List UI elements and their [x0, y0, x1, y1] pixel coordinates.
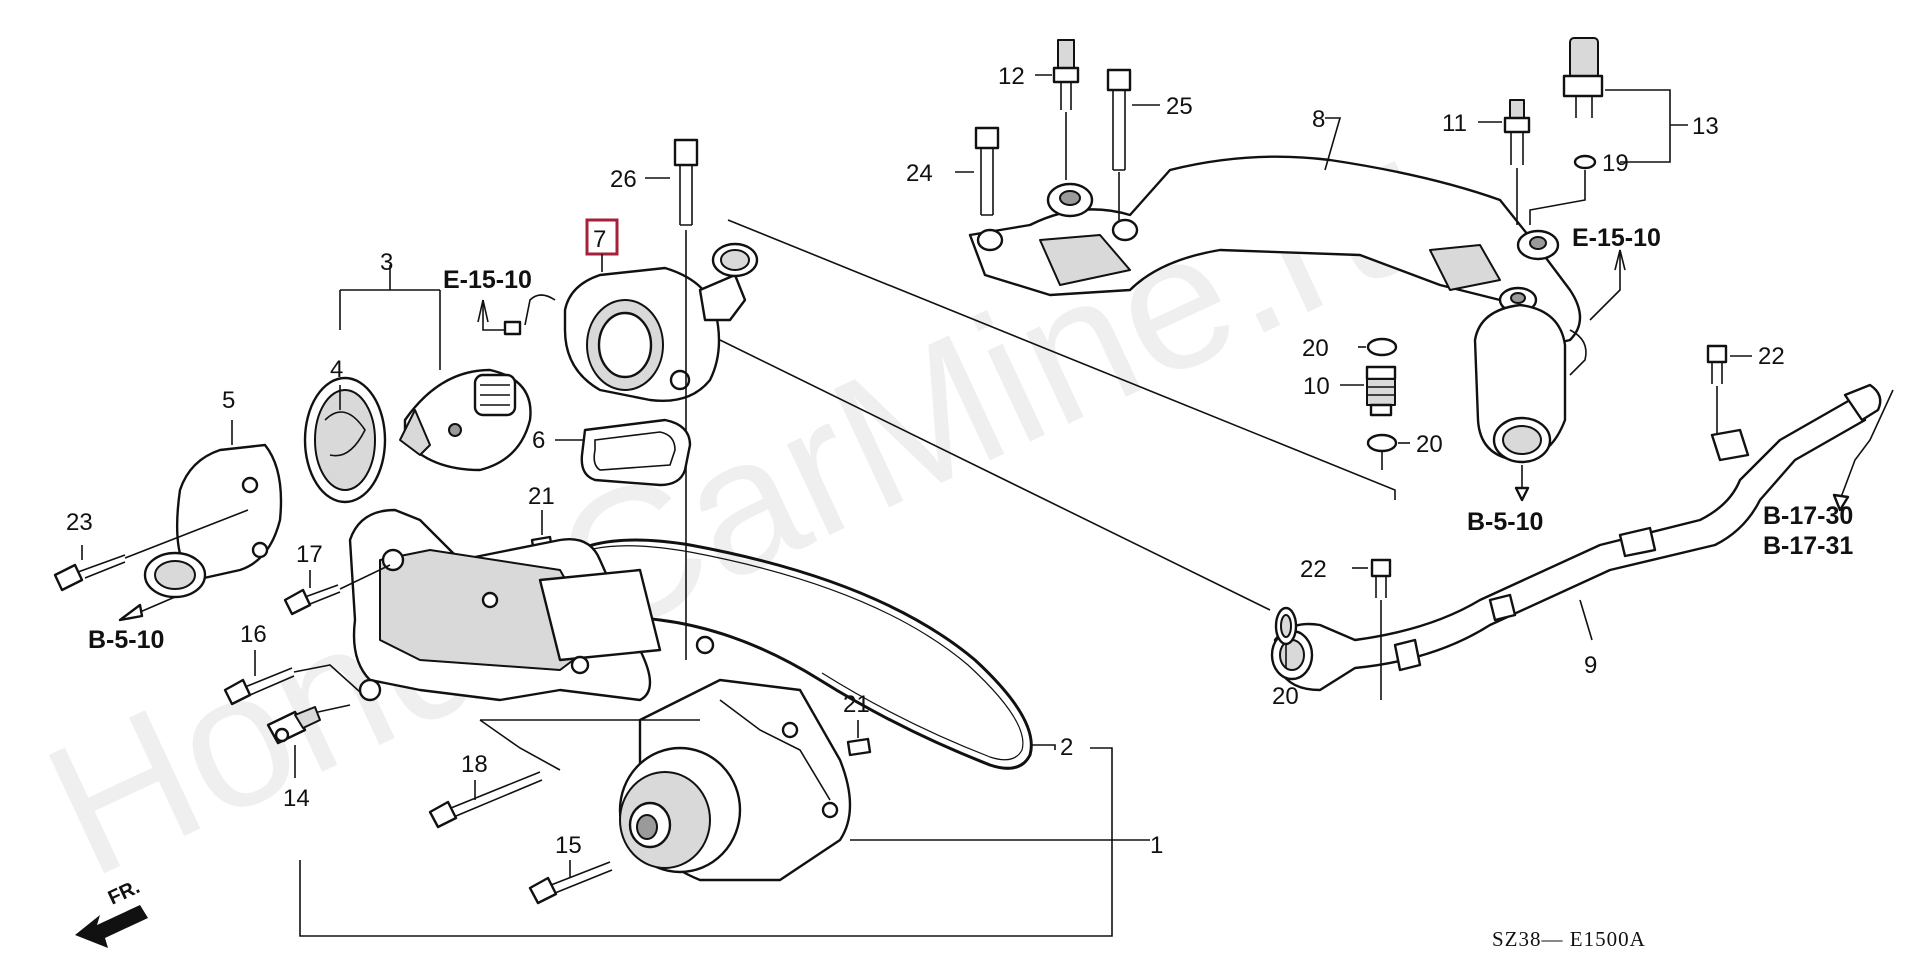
label-part-24[interactable]: 24	[906, 160, 933, 187]
arrow-b510-left	[118, 603, 144, 622]
label-part-15[interactable]: 15	[555, 832, 582, 859]
leader-8	[1324, 117, 1342, 171]
label-part-26[interactable]: 26	[610, 166, 637, 193]
leader-e1510-right	[1589, 250, 1621, 321]
part-22a-bolt[interactable]	[1706, 344, 1728, 384]
part-19-washer[interactable]	[1573, 154, 1597, 170]
front-arrow	[75, 905, 148, 948]
ref-b1731[interactable]: B-17-31	[1763, 532, 1853, 560]
label-part-12[interactable]: 12	[998, 63, 1025, 90]
leader-b17	[1839, 389, 1894, 501]
label-part-3[interactable]: 3	[380, 249, 393, 276]
part-20a-washer[interactable]	[1366, 337, 1398, 357]
part-20c-washer[interactable]	[1274, 606, 1298, 646]
label-part-18[interactable]: 18	[461, 751, 488, 778]
label-part-19[interactable]: 19	[1602, 150, 1629, 177]
part-8-water-passage[interactable]	[968, 155, 1587, 464]
label-part-11[interactable]: 11	[1442, 110, 1467, 137]
labels: 1 2 3 4 5 6 7 8 9 10 11 12 13 14 15 16 1…	[66, 63, 1853, 951]
part-1-water-pump[interactable]	[618, 678, 852, 882]
label-part-22a[interactable]: 22	[1758, 343, 1785, 370]
arrow-e1510-left	[477, 299, 489, 323]
label-part-4[interactable]: 4	[330, 356, 343, 383]
part-17-water-passage[interactable]	[348, 508, 715, 702]
part-4-gasket[interactable]	[303, 376, 387, 504]
part-22b-bolt[interactable]	[1370, 558, 1392, 598]
label-part-20a[interactable]: 20	[1302, 335, 1329, 362]
part-15-bolt[interactable]	[528, 861, 613, 905]
leader-3	[339, 265, 441, 370]
label-part-22b[interactable]: 22	[1300, 556, 1327, 583]
label-part-14[interactable]: 14	[283, 785, 310, 812]
part-21b-dowel[interactable]	[846, 737, 872, 757]
ref-b1730[interactable]: B-17-30	[1763, 502, 1853, 530]
part-10-valve[interactable]	[1365, 365, 1397, 417]
part-18-bolt[interactable]	[428, 771, 543, 829]
part-6-gasket[interactable]	[580, 418, 692, 487]
part-20b-washer[interactable]	[1366, 433, 1398, 453]
label-part-17[interactable]: 17	[296, 541, 323, 568]
leader-9	[1579, 599, 1593, 641]
arrow-b17	[1832, 493, 1850, 512]
label-part-10[interactable]: 10	[1303, 373, 1330, 400]
right-assembly	[955, 37, 1894, 700]
part-23-bolt[interactable]	[53, 554, 126, 592]
leader-14-to-part	[317, 704, 351, 713]
leader-e1510-left	[482, 300, 505, 331]
part-9-water-pipe[interactable]	[1270, 383, 1882, 692]
arrow-e1510-right	[1614, 249, 1626, 271]
label-part-9[interactable]: 9	[1584, 652, 1597, 679]
leader-18-to-part	[479, 719, 561, 771]
part-25-bolt[interactable]	[1106, 68, 1132, 171]
leader-7-right-lower	[719, 339, 1271, 611]
leader-19-down	[1529, 170, 1586, 225]
leader-7-right-upper	[727, 219, 1396, 500]
ref-e1510-right[interactable]: E-15-10	[1572, 224, 1661, 252]
label-part-20c[interactable]: 20	[1272, 683, 1299, 710]
bleed-bolt	[503, 320, 522, 336]
leader-2-frame	[299, 744, 1113, 937]
label-part-25[interactable]: 25	[1166, 93, 1193, 120]
part-7-thermostat-housing[interactable]	[524, 242, 759, 402]
part-26-bolt[interactable]	[673, 138, 699, 226]
part-16-bolt[interactable]	[223, 667, 295, 706]
label-part-1[interactable]: 1	[1150, 832, 1163, 859]
leader-17-to-part	[339, 564, 391, 590]
left-assembly	[53, 138, 1396, 948]
part-14-sensor[interactable]	[266, 706, 321, 745]
diagram-code: SZ38— E1500A	[1492, 927, 1646, 951]
label-part-13[interactable]: 13	[1692, 113, 1719, 140]
arrow-b510-right	[1514, 486, 1530, 502]
label-part-21b[interactable]: 21	[843, 691, 870, 718]
part-2-belt[interactable]	[558, 538, 1033, 770]
label-part-23[interactable]: 23	[66, 509, 93, 536]
leader-23-to-5	[124, 509, 249, 559]
label-part-5[interactable]: 5	[222, 387, 235, 414]
label-part-16[interactable]: 16	[240, 621, 267, 648]
label-part-2[interactable]: 2	[1060, 734, 1073, 761]
ref-b510-right[interactable]: B-5-10	[1467, 508, 1543, 536]
label-part-6[interactable]: 6	[532, 427, 545, 454]
ref-e1510-left[interactable]: E-15-10	[443, 266, 532, 294]
leader-16-to-part	[293, 664, 361, 693]
leader-13	[1605, 89, 1671, 163]
part-12-sensor[interactable]	[1052, 39, 1080, 110]
ref-b510-left[interactable]: B-5-10	[88, 626, 164, 654]
label-part-20b[interactable]: 20	[1416, 431, 1443, 458]
part-13-sensor[interactable]	[1562, 37, 1604, 118]
leader-b510-left	[139, 596, 176, 613]
part-17-bolt[interactable]	[283, 584, 341, 616]
label-part-21a[interactable]: 21	[528, 483, 555, 510]
label-part-7[interactable]: 7	[593, 226, 606, 253]
part-11-sensor[interactable]	[1503, 99, 1531, 165]
part-24-bolt[interactable]	[974, 126, 1000, 216]
part-3-thermostat[interactable]	[399, 368, 532, 472]
label-part-8[interactable]: 8	[1312, 106, 1325, 133]
part-5-water-outlet[interactable]	[143, 443, 283, 599]
